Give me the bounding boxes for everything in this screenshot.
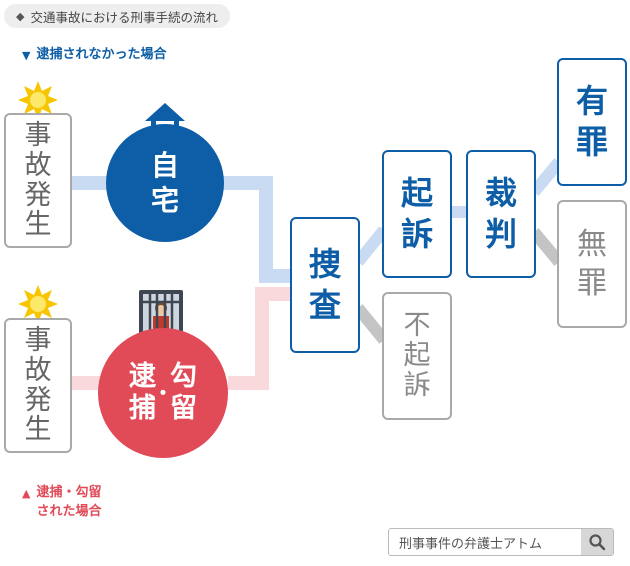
non-indictment-node: 不 起 訴 (382, 292, 452, 420)
connector-investigation-to-indictment (353, 226, 389, 266)
connector-trial-to-not-guilty (529, 228, 564, 266)
burst-icon (18, 285, 58, 323)
trial-node: 裁 判 (466, 150, 536, 278)
home-node: 自 宅 (106, 124, 224, 242)
search-input[interactable]: 刑事事件の弁護士アトム (399, 536, 543, 552)
connector-home-to-investigation (220, 176, 292, 283)
triangle-down-icon: ▼ (22, 49, 31, 62)
guilty-node: 有 罪 (557, 58, 627, 186)
indictment-node: 起 訴 (382, 150, 452, 278)
legend-arrested: ▲ 逮捕・勾留 された場合 (22, 484, 101, 522)
jail-icon (139, 290, 183, 334)
arrest-detention-node: 逮 捕 ・ 勾 留 (98, 328, 228, 458)
diagram-title: ◆ 交通事故における刑事手続の流れ (4, 4, 230, 28)
triangle-up-icon: ▲ (22, 487, 31, 500)
investigation-node: 捜 査 (290, 217, 360, 353)
search-button[interactable] (581, 529, 613, 555)
connector-investigation-to-non-indictment (353, 304, 389, 344)
not-guilty-node: 無 罪 (557, 200, 627, 328)
accident-node-top: 事 故 発 生 (4, 113, 72, 248)
legend-not-arrested-label: 逮捕されなかった場合 (36, 47, 167, 62)
burst-icon (18, 81, 58, 119)
connector-trial-to-guilty (529, 158, 564, 196)
legend-arrested-label: 逮捕・勾留 された場合 (36, 485, 102, 519)
title-text: 交通事故における刑事手続の流れ (30, 9, 218, 25)
connector-arrest-to-investigation (228, 287, 292, 390)
accident-node-bottom: 事 故 発 生 (4, 318, 72, 453)
legend-not-arrested: ▼ 逮捕されなかった場合 (22, 46, 166, 65)
site-search[interactable]: 刑事事件の弁護士アトム (388, 528, 614, 556)
search-icon (589, 534, 606, 551)
diamond-icon: ◆ (16, 9, 25, 23)
